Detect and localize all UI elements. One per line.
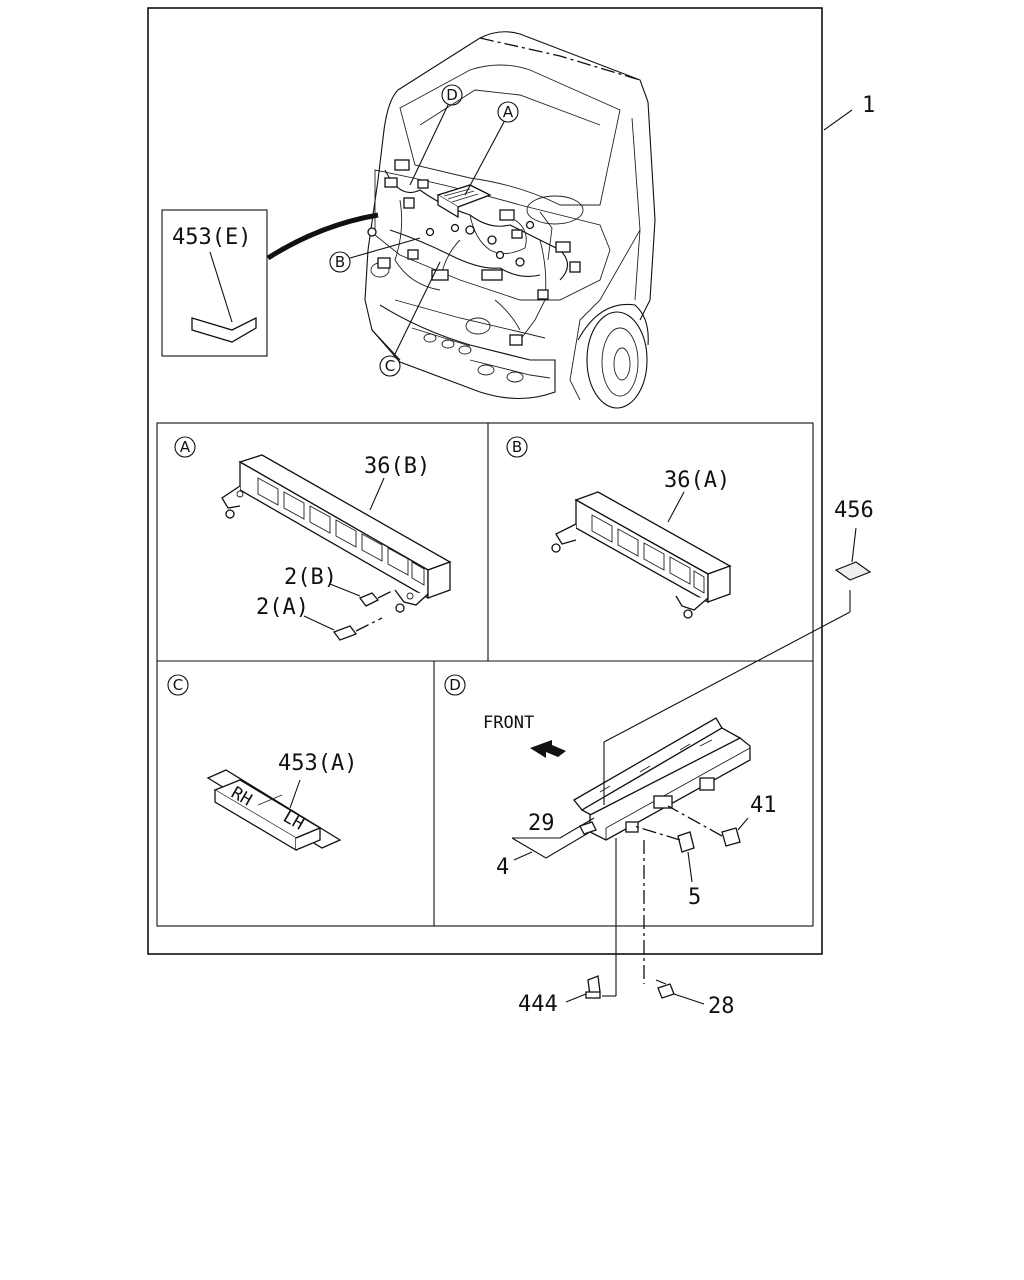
panel-d: D FRONT 29 4 41 5: [444, 590, 851, 910]
panel-b: B 36(A): [506, 436, 732, 619]
svg-text:B: B: [335, 253, 345, 271]
callout-29: 29: [528, 811, 555, 836]
svg-text:C: C: [173, 676, 183, 694]
callout-444: 444: [518, 992, 558, 1017]
callout-453e: 453(E): [172, 225, 251, 250]
svg-text:A: A: [503, 103, 514, 121]
front-label: FRONT: [483, 713, 534, 733]
callout-41: 41: [750, 793, 777, 818]
leader-1: [823, 109, 853, 131]
truck-cab-illustration: [364, 31, 656, 409]
callout-2a: 2(A): [256, 595, 309, 620]
sticker-456: 456: [834, 498, 874, 581]
marker-a-main: A: [464, 101, 519, 196]
marker-b-main: B: [329, 237, 421, 273]
panel-c: C 453(A) RH LH: [167, 674, 357, 852]
callout-2b: 2(B): [284, 565, 337, 590]
marker-c-main: C: [379, 261, 441, 377]
outer-frame: [147, 7, 823, 955]
callout-4: 4: [496, 855, 509, 880]
front-arrow-icon: [530, 740, 566, 758]
callout-28: 28: [708, 994, 735, 1019]
svg-text:B: B: [512, 438, 522, 456]
marker-d-main: D: [409, 84, 463, 186]
callout-36a: 36(A): [664, 468, 730, 493]
detail-panels: [156, 422, 814, 927]
callout-453a: 453(A): [278, 751, 357, 776]
fasteners: 444 28: [518, 838, 735, 1019]
callout-1: 1: [862, 93, 875, 118]
panel-a: A 36(B) 2(B) 2(A): [174, 436, 452, 641]
svg-text:D: D: [446, 86, 458, 104]
callout-456: 456: [834, 498, 874, 523]
svg-text:D: D: [449, 676, 461, 694]
callout-5: 5: [688, 885, 701, 910]
svg-text:C: C: [385, 357, 395, 375]
inset-453e: 453(E): [161, 209, 379, 357]
svg-text:A: A: [180, 438, 191, 456]
callout-36b: 36(B): [364, 454, 430, 479]
